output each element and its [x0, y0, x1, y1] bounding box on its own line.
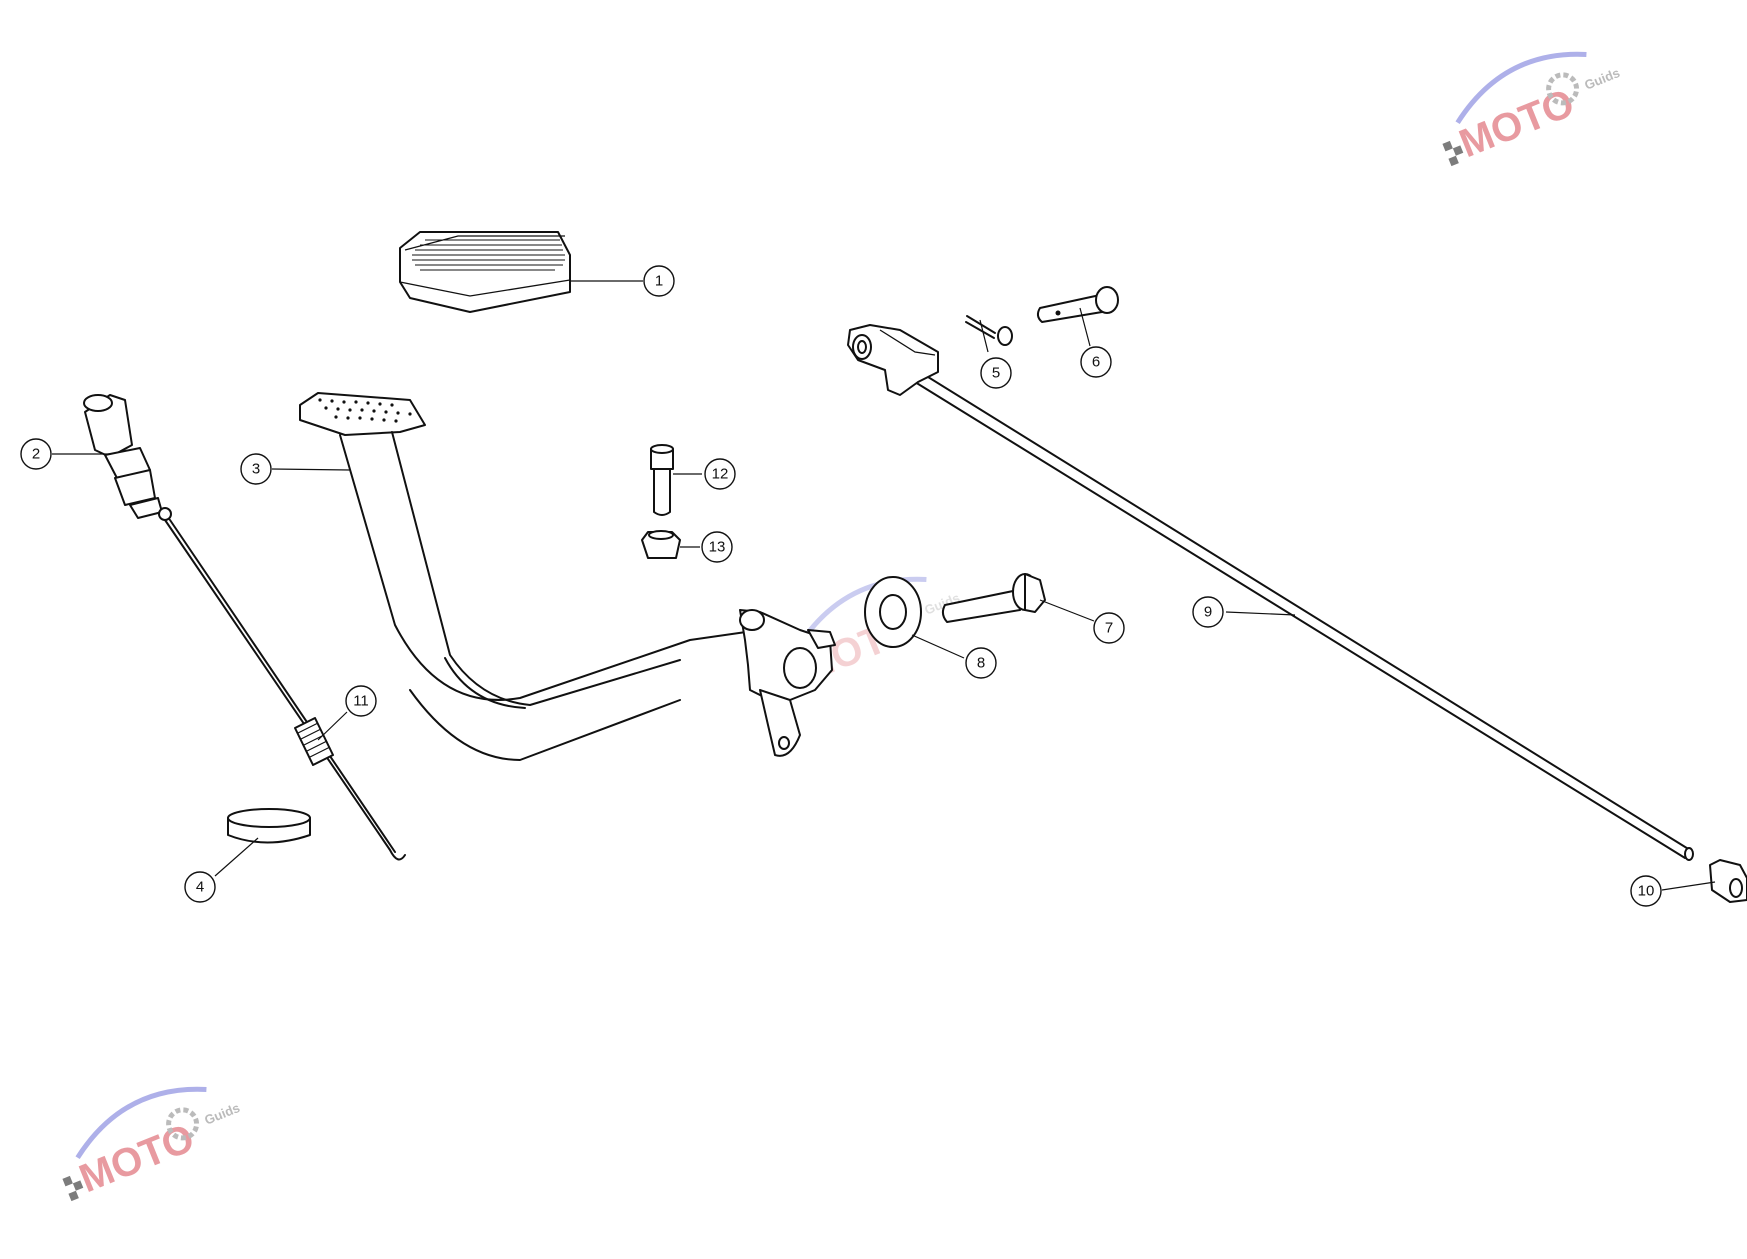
part-10-adjuster-nut: [1709, 859, 1747, 903]
svg-text:7: 7: [1105, 620, 1113, 637]
watermark-logo-top: MOTO Guids: [1442, 51, 1622, 166]
callout-1: 1: [643, 265, 675, 297]
part-4-cap: [227, 808, 311, 844]
svg-text:13: 13: [709, 539, 726, 556]
part-13-nut: [641, 530, 681, 559]
part-11-return-spring: [164, 519, 406, 861]
callout-3: 3: [240, 453, 272, 485]
part-2-brake-light-switch: [83, 394, 172, 521]
watermark-subtext: Guids: [1582, 65, 1622, 93]
svg-text:8: 8: [977, 655, 985, 672]
callout-8: 8: [965, 647, 997, 679]
svg-text:12: 12: [712, 466, 729, 483]
watermark-text: MOTO: [1453, 81, 1580, 166]
part-3-brake-pedal: [299, 392, 836, 761]
svg-text:5: 5: [992, 365, 1000, 382]
part-9-brake-rod: [847, 324, 1694, 861]
part-12-bolt: [650, 444, 674, 516]
watermark-logo-bottom: MOTO Guids: [62, 1086, 242, 1201]
svg-text:4: 4: [196, 879, 204, 896]
callout-7: 7: [1093, 612, 1125, 644]
callout-5: 5: [980, 357, 1012, 389]
callout-13: 13: [701, 531, 733, 563]
callout-9: 9: [1192, 596, 1224, 628]
callout-6: 6: [1080, 346, 1112, 378]
callout-2: 2: [20, 438, 52, 470]
svg-text:2: 2: [32, 446, 40, 463]
svg-text:11: 11: [353, 693, 369, 710]
svg-text:3: 3: [252, 461, 260, 478]
svg-text:10: 10: [1638, 883, 1655, 900]
callout-4: 4: [184, 871, 216, 903]
callout-12: 12: [704, 458, 736, 490]
callout-10: 10: [1630, 875, 1662, 907]
svg-text:1: 1: [655, 273, 663, 290]
svg-text:9: 9: [1204, 604, 1212, 621]
part-8-washer: [864, 576, 922, 648]
part-1-pedal-rubber: [399, 231, 571, 313]
callout-11: 11: [345, 685, 377, 717]
part-5-split-pin: [965, 315, 1013, 346]
watermark-subtext: Guids: [202, 1100, 242, 1128]
watermark-text: MOTO: [73, 1116, 200, 1201]
part-7-pivot-bolt: [941, 573, 1046, 623]
leader-lines: [52, 280, 1716, 891]
part-6-clevis-pin: [1036, 286, 1119, 323]
svg-text:6: 6: [1092, 354, 1100, 371]
